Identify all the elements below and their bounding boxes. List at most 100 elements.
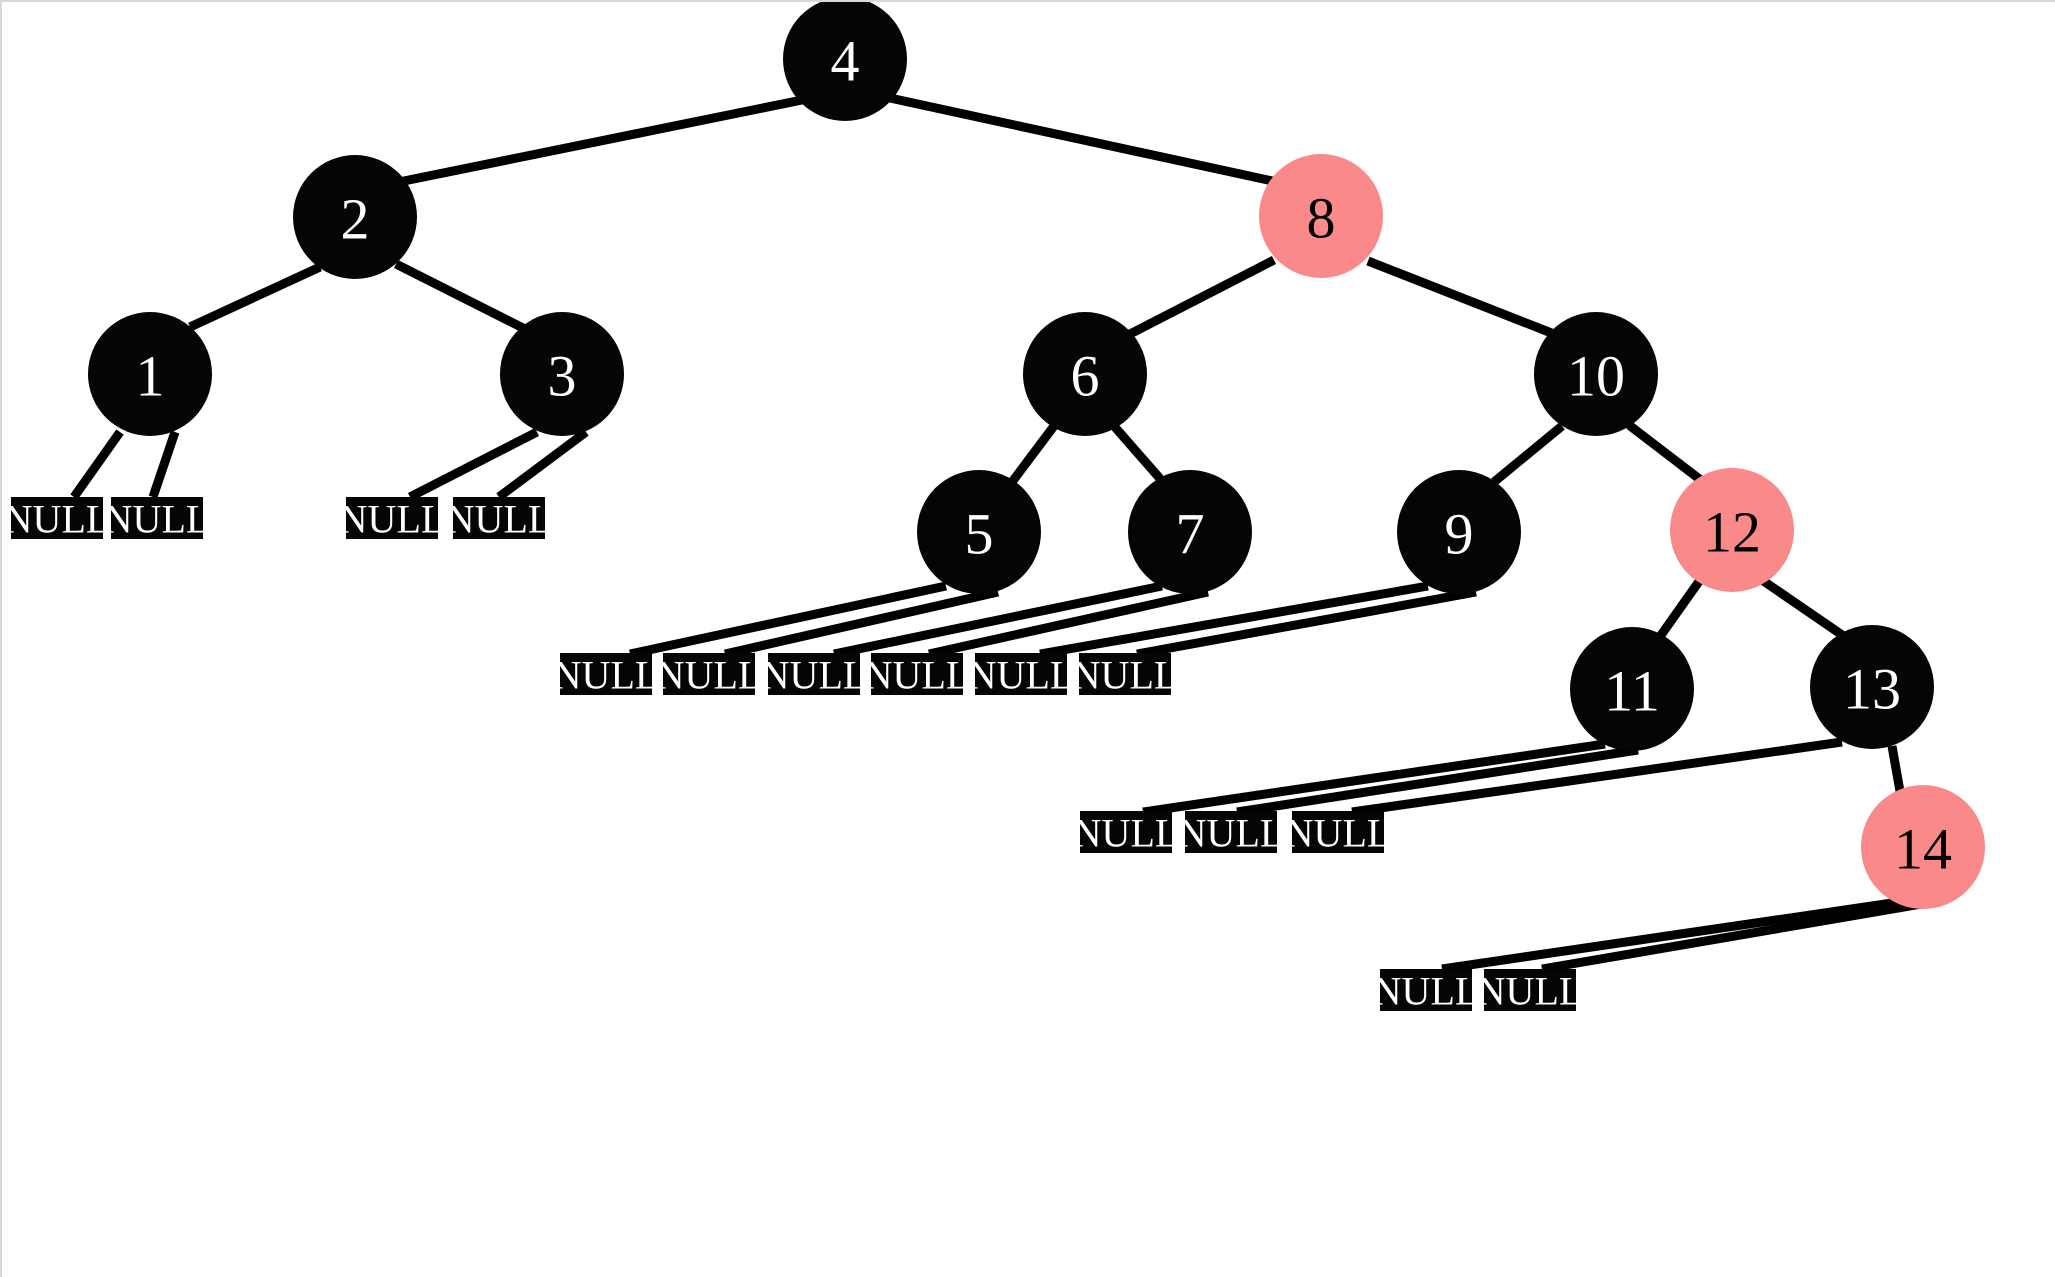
null-leaf-label: NULL <box>1072 653 1179 698</box>
null-leaf-box <box>768 653 860 695</box>
node-circle-black <box>88 312 212 436</box>
tree-edge <box>1142 739 1606 817</box>
null-leaf-label: NULL <box>446 497 553 542</box>
node-label: 12 <box>1703 500 1761 565</box>
node-label: 3 <box>548 344 577 409</box>
null-leaf: NULL <box>446 497 553 542</box>
node-circle-black <box>783 2 907 121</box>
tree-edge <box>1887 745 1906 798</box>
node-circle-black <box>293 155 417 279</box>
node-circle-black <box>917 470 1041 594</box>
null-leaf-label: NULL <box>761 653 868 698</box>
node-circle-black <box>1570 627 1694 751</box>
null-leaf: NULL <box>339 497 446 542</box>
tree-edge <box>1491 422 1565 486</box>
tree-edge <box>393 95 803 188</box>
null-leaf-label: NULL <box>1373 969 1480 1014</box>
null-leaf-label: NULL <box>1073 811 1180 856</box>
null-leaf: NULL <box>864 653 971 698</box>
node-circle-black <box>1810 625 1934 749</box>
tree-edge <box>70 429 124 500</box>
tree-edge <box>928 587 1209 659</box>
node-label: 8 <box>1307 186 1336 251</box>
tree-node-9[interactable]: 9 <box>1397 470 1521 594</box>
tree-edge <box>496 428 589 501</box>
tree-edge <box>1039 581 1429 659</box>
tree-edge <box>1441 897 1900 974</box>
tree-edge <box>1626 421 1705 485</box>
node-label: 10 <box>1567 344 1625 409</box>
null-leaf-box <box>346 497 438 539</box>
node-label: 4 <box>831 29 860 94</box>
tree-node-5[interactable]: 5 <box>917 470 1041 594</box>
tree-edge <box>393 259 528 334</box>
tree-node-14[interactable]: 14 <box>1861 785 1985 909</box>
tree-edge <box>1366 256 1556 339</box>
null-leaf-label: NULL <box>4 497 111 542</box>
null-leaf-label: NULL <box>104 497 211 542</box>
null-leaf-label: NULL <box>1178 811 1285 856</box>
null-leaf: NULL <box>1373 969 1480 1014</box>
tree-edge <box>1541 895 1946 974</box>
tree-node-7[interactable]: 7 <box>1128 470 1252 594</box>
null-leaf-box <box>1292 811 1384 853</box>
node-label: 7 <box>1176 502 1205 567</box>
null-leaf-box <box>1080 811 1172 853</box>
tree-edge <box>1351 737 1843 817</box>
tree-node-4[interactable]: 4 <box>783 2 907 121</box>
null-leaf-box <box>663 653 755 695</box>
null-leaf: NULL <box>104 497 211 542</box>
node-label: 5 <box>965 502 994 567</box>
tree-edge <box>1236 745 1639 817</box>
null-leaf: NULL <box>4 497 111 542</box>
null-leaf: NULL <box>1072 653 1179 698</box>
tree-node-10[interactable]: 10 <box>1534 312 1658 436</box>
tree-edge <box>1759 576 1848 641</box>
null-leaf: NULL <box>761 653 868 698</box>
null-leaf-label: NULL <box>1285 811 1392 856</box>
node-label: 11 <box>1604 659 1660 724</box>
node-circle-black <box>1128 470 1252 594</box>
tree-node-12[interactable]: 12 <box>1670 468 1794 592</box>
null-leaf-box <box>11 497 103 539</box>
null-leaf-box <box>111 497 203 539</box>
null-leaf-box <box>1079 653 1171 695</box>
tree-node-2[interactable]: 2 <box>293 155 417 279</box>
node-label: 2 <box>341 187 370 252</box>
null-leaf-label: NULL <box>968 653 1075 698</box>
tree-node-11[interactable]: 11 <box>1570 627 1694 751</box>
edges-layer <box>70 93 1946 974</box>
tree-node-13[interactable]: 13 <box>1810 625 1934 749</box>
null-leaf-box <box>1484 969 1576 1011</box>
tree-edge <box>724 587 999 659</box>
node-label: 9 <box>1445 502 1474 567</box>
null-leaf: NULL <box>1477 969 1584 1014</box>
node-circle-red <box>1670 468 1794 592</box>
node-circle-red <box>1861 785 1985 909</box>
null-leaf: NULL <box>1285 811 1392 856</box>
null-leaf-box <box>560 653 652 695</box>
null-leaf: NULL <box>1073 811 1180 856</box>
node-circle-black <box>1534 312 1658 436</box>
null-leaf: NULL <box>553 653 660 698</box>
tree-edge <box>1008 423 1058 485</box>
null-leaf-label: NULL <box>656 653 763 698</box>
tree-node-6[interactable]: 6 <box>1023 312 1147 436</box>
node-label: 6 <box>1071 344 1100 409</box>
tree-edge <box>1110 423 1167 485</box>
null-leaf: NULL <box>968 653 1075 698</box>
tree-edge <box>1127 255 1277 339</box>
tree-node-3[interactable]: 3 <box>500 312 624 436</box>
tree-node-8[interactable]: 8 <box>1259 154 1383 278</box>
null-leaf-box <box>871 653 963 695</box>
null-leaf: NULL <box>656 653 763 698</box>
tree-edge <box>148 430 180 499</box>
tree-node-1[interactable]: 1 <box>88 312 212 436</box>
node-label: 14 <box>1894 817 1952 882</box>
tree-edge <box>833 581 1163 659</box>
tree-edge <box>1655 577 1704 641</box>
